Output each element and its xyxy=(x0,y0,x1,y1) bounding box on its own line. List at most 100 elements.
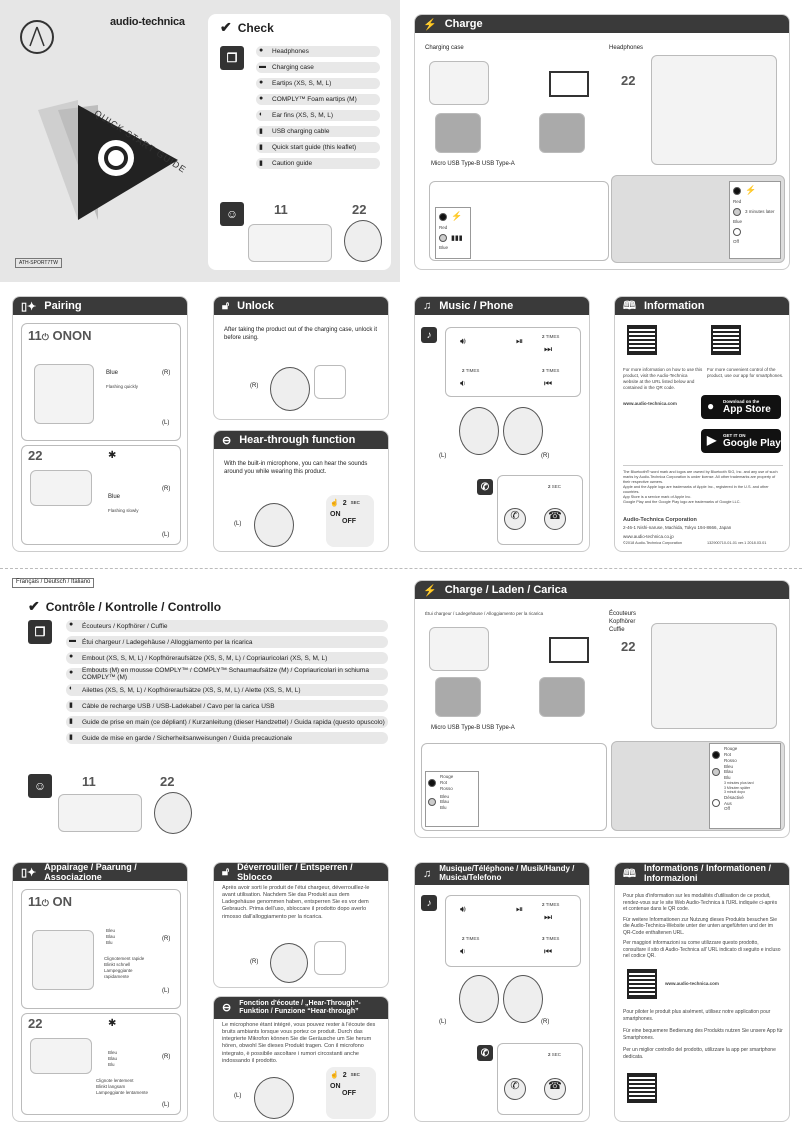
ear-fin-icon: ◐ xyxy=(69,685,74,692)
app-qr-code[interactable] xyxy=(627,1073,657,1103)
charging-case-label: Charging case xyxy=(425,45,464,51)
red-led-icon xyxy=(439,212,447,221)
usb-a-port-illustration xyxy=(539,677,585,717)
usb-cable-icon: ▮ xyxy=(259,128,263,135)
usb-type-label: Micro USB Type-B USB Type-A xyxy=(431,161,515,167)
hear-through-text: With the built-in microphone, you can he… xyxy=(224,461,368,475)
headphones-icon: ● xyxy=(259,47,264,54)
music-note-icon: ♪ xyxy=(421,895,437,911)
music-phone-icon: ♫ xyxy=(423,300,432,312)
website-url[interactable]: www.audio-technica.com xyxy=(623,401,677,406)
charging-case-illustration xyxy=(429,61,489,105)
charge-panel: ⚡Charge Charging case Headphones Micro U… xyxy=(414,14,790,270)
hear-through-panel: ⊖Hear-through function With the built-in… xyxy=(213,430,389,552)
blue-led-icon xyxy=(439,233,447,242)
pairing-panel: ▯✦Pairing 11⏻ ONON Blue Flashing quickly… xyxy=(12,296,188,552)
unlock-icon: 🔓︎ xyxy=(222,865,230,878)
list-item: ●COMPLY™ Foam eartips (M) xyxy=(256,94,380,105)
website-qr-code[interactable] xyxy=(627,325,657,355)
red-led-icon xyxy=(428,778,436,787)
red-led-icon xyxy=(712,750,720,759)
charging-icon: ⚡ xyxy=(745,185,757,195)
micro-usb-port-illustration xyxy=(435,113,481,153)
case-open-illustration xyxy=(32,930,94,990)
music-phone-title: Music / Phone xyxy=(439,300,514,312)
ear-fin-icon: ◐ xyxy=(259,111,264,118)
apple-icon: ● xyxy=(707,399,715,413)
checkmark-icon: ✔ xyxy=(220,19,232,35)
section-divider xyxy=(0,568,802,569)
check-title-multilingual: Contrôle / Kontrolle / Controllo xyxy=(45,599,222,614)
headphones-led-legend: ⚡ Red 3 minutes later Blue Off xyxy=(729,181,781,259)
list-item: ▮Quick start guide (this leaflet) xyxy=(256,142,380,153)
music-controls-grid: 🔊︎ ⏯ 2 TIMES ⏭ 2 TIMES 🔉︎ 3 TIMES ⏮ xyxy=(445,327,581,397)
phone-controls: ✆ 2 SEC ☎ xyxy=(497,1043,583,1115)
hear-through-icon: ⊖ xyxy=(222,1001,232,1014)
checkmark-icon: ✔ xyxy=(28,598,40,614)
list-item: ◐Ear fins (XS, S, M, L) xyxy=(256,110,380,121)
website-url[interactable]: www.audio-technica.com xyxy=(665,981,719,986)
lock-button-illustration xyxy=(314,941,346,975)
earbud-illustration xyxy=(344,220,382,262)
battery-icon: ⚡ xyxy=(423,18,437,31)
charge-title-multilingual: Charge / Laden / Carica xyxy=(444,584,567,596)
website-qr-code[interactable] xyxy=(627,969,657,999)
unlock-title-multilingual: Déverrouiller / Entsperren / Sblocco xyxy=(237,862,353,882)
bluetooth-icon[interactable]: ✱ xyxy=(108,1018,117,1029)
right-earbud-illustration xyxy=(503,407,543,455)
hear-through-icon: ⊖ xyxy=(222,434,232,447)
volume-down-icon: 🔉︎ xyxy=(460,378,466,388)
phone-screen-illustration xyxy=(30,470,92,506)
music-phone-panel: ♫Music / Phone ♪ 🔊︎ ⏯ 2 TIMES ⏭ 2 TIMES … xyxy=(414,296,590,552)
information-panel: 🕮Information For more information on how… xyxy=(614,296,790,552)
previous-track-icon: ⏮ xyxy=(544,378,553,388)
list-item: ●Embouts (M) en mousse COMPLY™ / COMPLY™… xyxy=(66,667,388,681)
led-off-icon xyxy=(733,227,741,236)
answer-call-icon: ✆ xyxy=(504,508,526,530)
battery-icon: ⚡ xyxy=(423,584,437,597)
list-item: ●Écouteurs / Kopfhörer / Cuffie xyxy=(66,620,388,632)
list-item: ▬Charging case xyxy=(256,62,380,73)
information-title: Information xyxy=(643,300,705,312)
earbud-illustration xyxy=(270,367,310,411)
unlock-title: Unlock xyxy=(237,300,274,312)
pairing-title-multilingual: Appairage / Paarung / Associazione xyxy=(44,862,137,882)
list-item: ▬Étui chargeur / Ladegehäuse / Alloggiam… xyxy=(66,636,388,648)
bluetooth-icon[interactable]: ✱ xyxy=(108,450,117,461)
phone-screen-illustration xyxy=(30,1038,92,1074)
phone-controls: ✆ 2 SEC ☎ xyxy=(497,475,583,545)
volume-down-icon: 🔉︎ xyxy=(460,946,466,956)
earbud-illustration xyxy=(254,1077,294,1119)
bluetooth-pair-icon: ▯✦ xyxy=(21,866,37,879)
music-controls-grid: 🔊︎ ⏯ 2 TIMES ⏭ 2 TIMES 🔉︎ 3 TIMES ⏮ xyxy=(445,895,581,967)
pairing-step2-illustration: 22 ✱ Blue Flashing slowly (R) (L) xyxy=(21,445,181,545)
person-icon: ☺ xyxy=(220,202,244,226)
eartip-install-illustration xyxy=(248,224,332,262)
charging-icon: ⚡ xyxy=(451,211,463,221)
case-open-illustration xyxy=(34,364,94,424)
app-qr-code[interactable] xyxy=(711,325,741,355)
list-item: ▮Guide de mise en garde / Sicherheitsanw… xyxy=(66,732,388,744)
bluetooth-pair-icon: ▯✦ xyxy=(21,300,37,313)
music-phone-icon: ♫ xyxy=(423,867,432,880)
blue-led-icon xyxy=(712,768,720,777)
power-icon: ⏻ xyxy=(41,332,49,342)
charge-title: Charge xyxy=(444,18,483,30)
earbud-illustration xyxy=(154,792,192,834)
volume-up-icon: 🔊︎ xyxy=(460,904,466,914)
person-icon: ☺ xyxy=(28,774,52,798)
phone-icon: ✆ xyxy=(477,1045,493,1061)
answer-call-icon: ✆ xyxy=(504,1078,526,1100)
power-icon: ⏻ xyxy=(41,898,49,908)
leaflet-icon: ▮ xyxy=(259,144,263,151)
led-legend: ⚡ Red ▮▮▮ Blue xyxy=(435,207,471,259)
music-phone-title-multilingual: Musique/Téléphone / Musik/Handy / Musica… xyxy=(439,864,575,882)
information-panel-multilingual: 🕮Informations / Informationen / Informaz… xyxy=(614,862,790,1122)
headphones-in-case-illustration xyxy=(651,55,777,165)
list-item: ●Headphones xyxy=(256,46,380,57)
